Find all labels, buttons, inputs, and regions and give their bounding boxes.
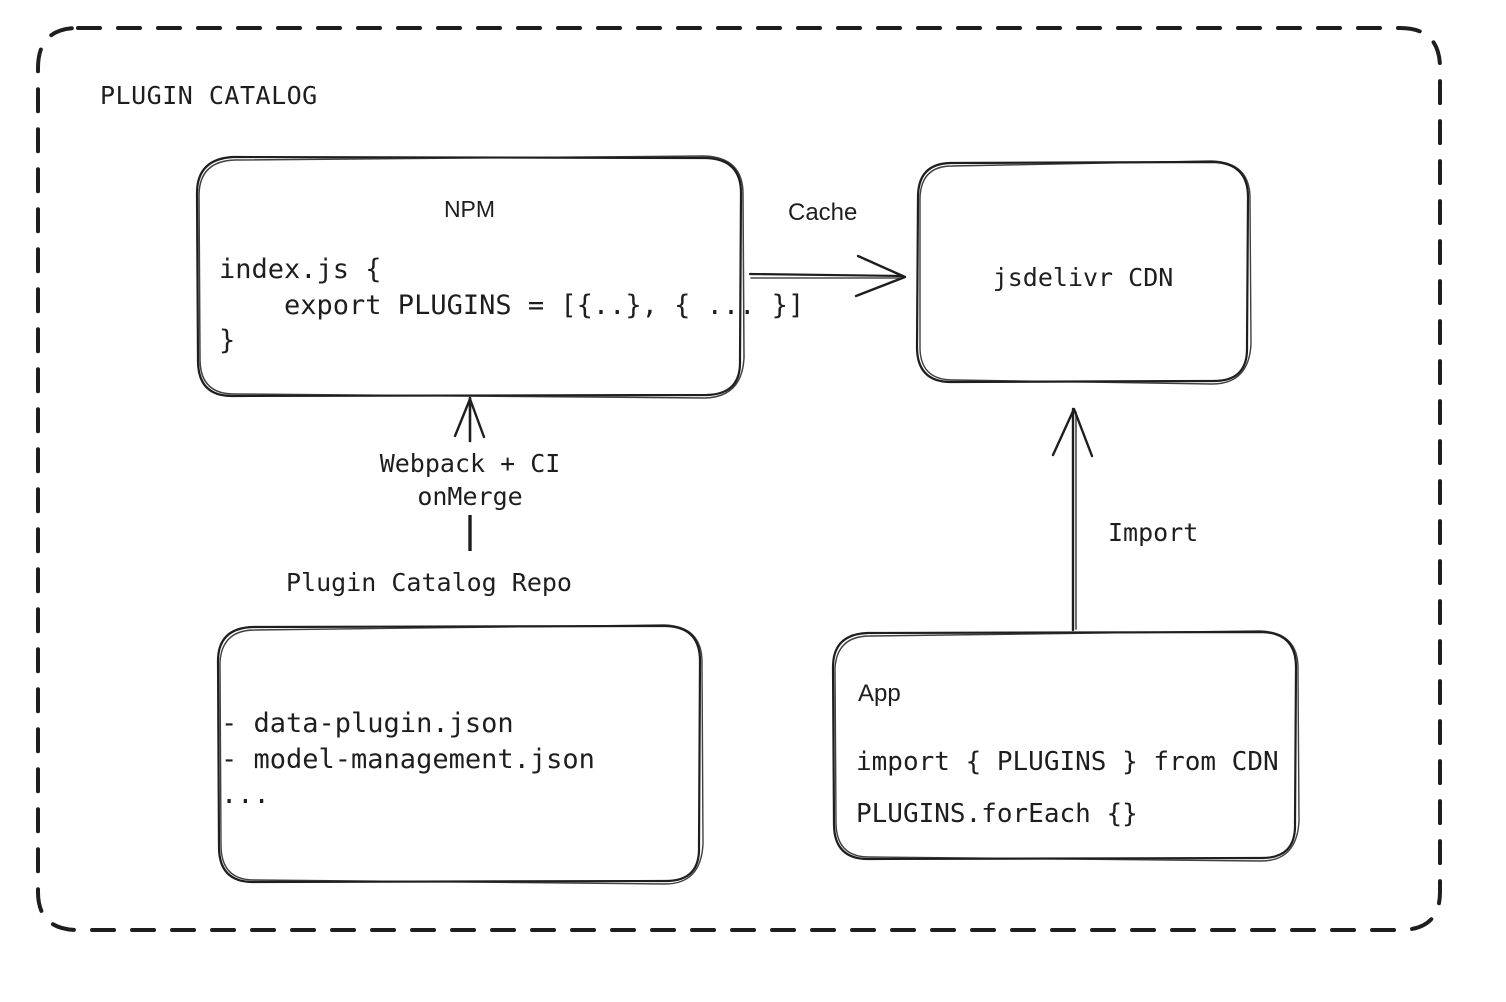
app-node-shape: [831, 630, 1300, 862]
app-code-line-2: PLUGINS.forEach {}: [856, 799, 1138, 829]
app-code-line-1: import { PLUGINS } from CDN: [856, 747, 1279, 777]
import-arrow: [1051, 407, 1094, 632]
cache-arrow: [748, 254, 907, 298]
cdn-node-title: jsdelivr CDN: [992, 263, 1174, 292]
repo-node-label: Plugin Catalog Repo: [286, 568, 572, 597]
cache-edge-label: Cache: [788, 199, 858, 226]
repo-node-shape: [216, 624, 704, 885]
npm-node-code: index.js { export PLUGINS = [{..}, { ...…: [219, 254, 805, 357]
npm-node-title: NPM: [443, 196, 496, 222]
cdn-node-shape: [915, 160, 1252, 385]
webpack-arrow: [453, 396, 486, 551]
npm-node-shape: [195, 155, 745, 399]
app-node-title: App: [858, 680, 901, 707]
import-edge-label: Import: [1108, 518, 1199, 547]
repo-node-files: - data-plugin.json - model-management.js…: [221, 708, 595, 811]
app-node-code: import { PLUGINS } from CDN PLUGINS.forEa…: [856, 736, 1279, 840]
container-dashed-border: [36, 26, 1442, 932]
container-title: PLUGIN CATALOG: [100, 81, 318, 110]
webpack-edge-label: Webpack + CI onMerge: [379, 449, 561, 511]
